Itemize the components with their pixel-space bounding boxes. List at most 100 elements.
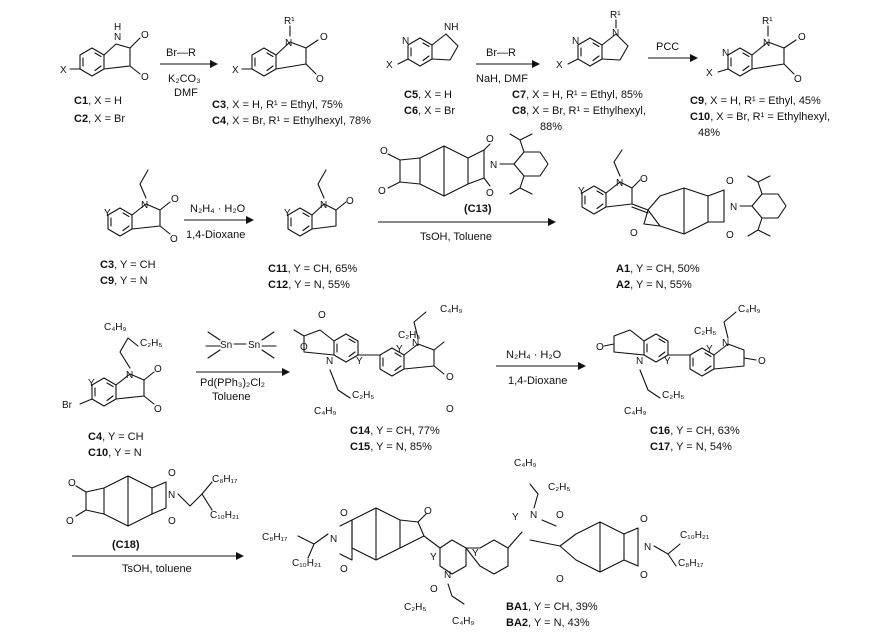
atom-y: Y	[664, 356, 671, 367]
reagent-tsoh-toluene: TsOH, Toluene	[420, 231, 492, 243]
atom-n: N	[412, 338, 419, 349]
atom-n: N	[326, 356, 333, 367]
catalyst-pd: Pd(PPh₃)₂Cl₂	[200, 377, 265, 389]
atom-n: N	[330, 534, 337, 545]
atom-o: O	[446, 404, 454, 415]
atom-y: Y	[578, 186, 585, 197]
compound-c5-c6: NH N X	[386, 22, 459, 71]
atom-o: O	[640, 514, 648, 525]
atom-o: O	[630, 228, 638, 239]
atom-o: O	[726, 230, 734, 241]
atom-c4h9: C₄H₉	[314, 406, 337, 417]
atom-n: N	[285, 38, 292, 49]
atom-n: N	[402, 36, 409, 47]
atom-o: O	[798, 32, 806, 43]
atom-y: Y	[88, 378, 95, 389]
reagent-nah-dmf: NaH, DMF	[476, 73, 528, 85]
compound-ba1-ba2: C₈H₁₇ C₁₀H₂₁ N O O O Y N C₂H₅ C₄H₉ O Y Y…	[262, 458, 710, 627]
label-c10: C10, X = Br, R¹ = Ethylhexyl,	[690, 111, 830, 123]
atom-n: N	[141, 200, 148, 211]
atom-r1: R¹	[610, 10, 621, 21]
atom-y: Y	[396, 344, 403, 355]
label-c9: C9, X = H, R¹ = Ethyl, 45%	[690, 95, 821, 107]
label-a2: A2, Y = N, 55%	[616, 279, 692, 291]
label-c4: C4, X = Br, R¹ = Ethylhexyl, 78%	[212, 115, 371, 127]
atom-y: Y	[356, 356, 363, 367]
label-ba2: BA2, Y = N, 43%	[506, 617, 590, 629]
atom-o: O	[758, 356, 766, 367]
solvent-toluene: Toluene	[212, 391, 251, 403]
compound-c1-c2: N H O O X	[60, 22, 149, 83]
atom-o: O	[170, 234, 178, 245]
atom-o: O	[424, 506, 432, 517]
label-c8-yield: 88%	[540, 121, 562, 133]
label-c5: C5, X = H	[404, 89, 452, 101]
reagent-br-r: Br—R	[166, 47, 196, 59]
atom-o: O	[171, 194, 179, 205]
arrow-pcc-oxidation: PCC	[648, 41, 698, 62]
label-c15: C15, Y = N, 85%	[350, 441, 432, 453]
atom-n: N	[444, 570, 451, 581]
arrow-wolff-kishner: N₂H₄ · H₂O 1,4-Dioxane	[184, 203, 254, 241]
label-c14: C14, Y = CH, 77%	[350, 425, 440, 437]
atom-y: Y	[512, 512, 519, 523]
atom-c10h21: C₁₀H₂₁	[680, 530, 710, 541]
atom-o: O	[154, 404, 162, 415]
atom-c10h21: C₁₀H₂₁	[292, 558, 322, 569]
atom-o: O	[141, 72, 149, 83]
label-c10-yield: 48%	[698, 127, 720, 139]
atom-x: X	[232, 65, 239, 76]
reagent-k2co3: K₂CO₃	[168, 73, 201, 85]
reagent-br-r: Br—R	[486, 47, 516, 59]
label-c11: C11, Y = CH, 65%	[268, 263, 357, 275]
arrow-reduction-row3: N₂H₄ · H₂O 1,4-Dioxane	[496, 349, 586, 387]
atom-sn: Sn	[220, 340, 232, 351]
atom-o: O	[340, 508, 348, 519]
atom-y: Y	[430, 552, 437, 563]
atom-o: O	[346, 196, 354, 207]
atom-br: Br	[62, 400, 73, 411]
atom-r1: R¹	[762, 16, 773, 27]
atom-n: N	[612, 28, 619, 39]
atom-o: O	[430, 584, 438, 595]
atom-y: Y	[284, 208, 291, 219]
atom-c2h5: C₂H₅	[352, 390, 374, 401]
atom-o: O	[68, 478, 76, 489]
arrow-stille-coupling: Pd(PPh₃)₂Cl₂ Toluene	[196, 368, 290, 403]
reagent-hexamethylditin: Sn Sn	[205, 331, 277, 359]
solvent-dmf: DMF	[174, 87, 198, 99]
atom-n: N	[490, 160, 497, 171]
atom-n: N	[168, 490, 175, 501]
label-c1: C1, X = H	[74, 95, 122, 107]
atom-o: O	[168, 516, 176, 527]
atom-o: O	[141, 30, 149, 41]
reagent-tsoh-toluene: TsOH, toluene	[122, 563, 192, 575]
compound-a1-a2: N O Y O O O N	[578, 149, 787, 241]
label-c10: C10, Y = N	[88, 447, 142, 459]
reagent-pcc: PCC	[656, 41, 679, 53]
atom-x: X	[60, 65, 67, 76]
atom-o: O	[640, 174, 648, 185]
label-a1: A1, Y = CH, 50%	[616, 263, 700, 275]
atom-c2h5: C₂H₅	[694, 326, 716, 337]
atom-n: N	[320, 200, 327, 211]
atom-c2h5: C₂H₅	[140, 338, 162, 349]
atom-c8h17: C₈H₁₇	[262, 532, 288, 543]
compound-c9-c10: N R¹ O O N X	[706, 16, 806, 85]
atom-o: O	[318, 310, 326, 321]
atom-o: O	[380, 146, 388, 157]
atom-o: O	[378, 186, 386, 197]
label-c3: C3, Y = CH	[100, 259, 156, 271]
atom-n: N	[572, 36, 579, 47]
atom-c2h5: C₂H₅	[548, 482, 570, 493]
atom-x: X	[556, 60, 563, 71]
atom-y: Y	[706, 344, 713, 355]
atom-o: O	[640, 570, 648, 581]
arrow-condensation: TsOH, Toluene	[378, 218, 556, 243]
atom-c2h5: C₂H₅	[662, 390, 684, 401]
atom-c4h9: C₄H₉	[452, 616, 475, 627]
compound-c13: O O O O N	[378, 133, 549, 199]
atom-o: O	[486, 188, 494, 199]
